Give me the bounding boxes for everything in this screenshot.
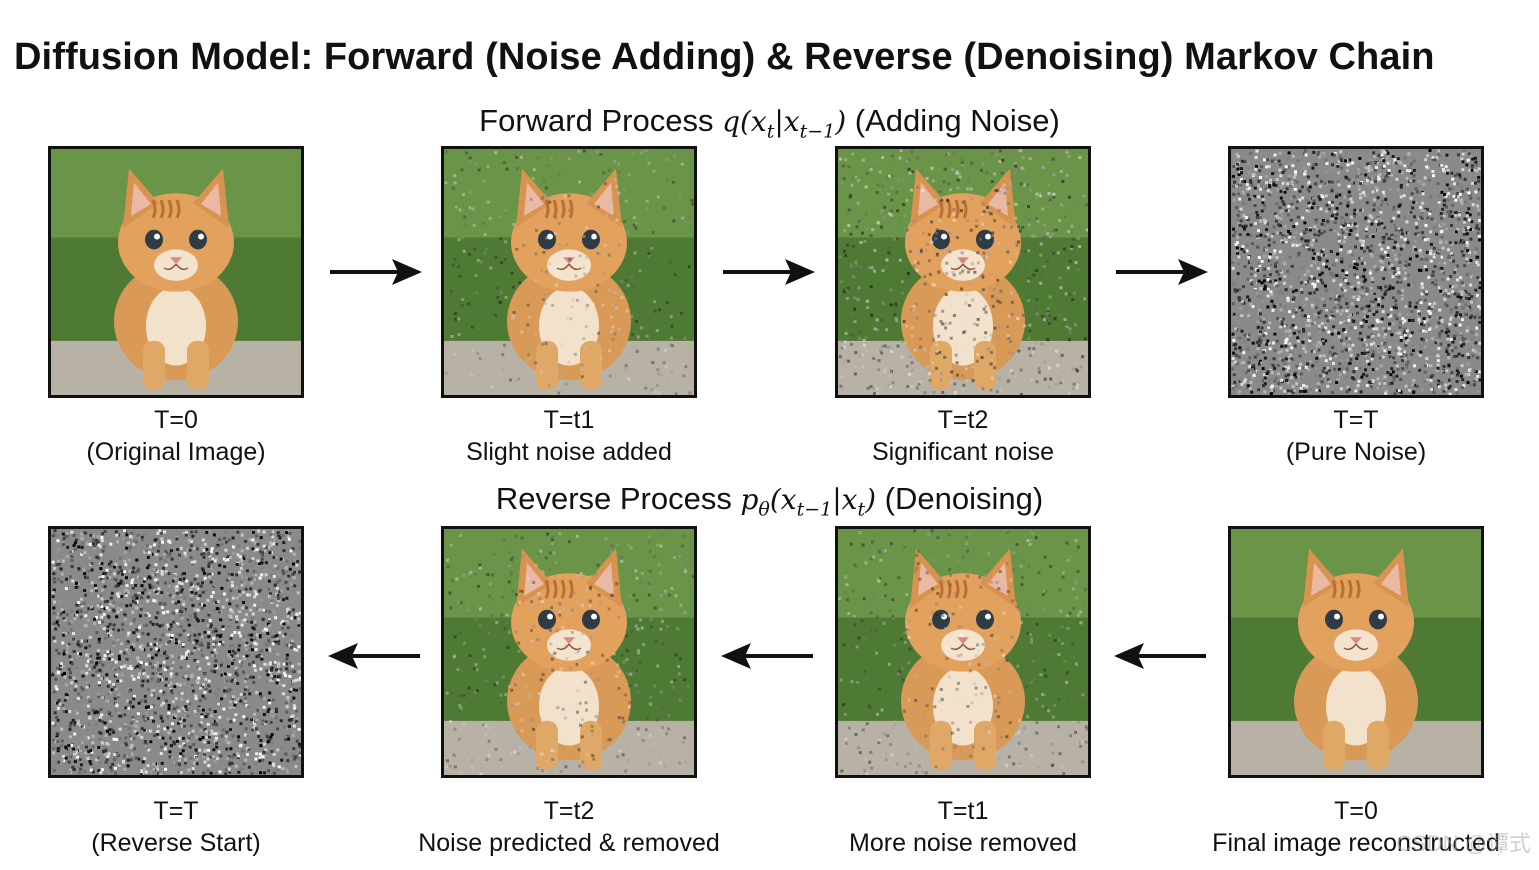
noise-overlay (444, 149, 694, 395)
diagram-title: Diffusion Model: Forward (Noise Adding) … (14, 36, 1435, 78)
noise-overlay (838, 529, 1088, 775)
reverse-heading-post: (Denoising) (876, 481, 1044, 516)
left-arrow-icon (721, 640, 815, 672)
forward-panel-1 (441, 146, 697, 398)
step-caption: (Original Image) (86, 438, 266, 466)
step-caption: Slight noise added (466, 438, 672, 466)
step-caption: (Reverse Start) (91, 829, 261, 857)
forward-label-0: T=0 (Original Image) (0, 404, 366, 468)
kitten-image (838, 529, 1088, 775)
kitten-noisy-picture (838, 149, 1088, 395)
kitten-noisy-picture (838, 529, 1088, 775)
reverse-process-heading: Reverse Process pθ(xt−1|xt) (Denoising) (0, 481, 1539, 521)
step-caption: Noise predicted & removed (418, 829, 720, 857)
right-arrow-icon (1114, 256, 1208, 288)
step-time: T=t1 (937, 797, 989, 825)
reverse-label-3: T=0 Final image reconstructed (1166, 795, 1539, 859)
kitten-image (444, 529, 694, 775)
step-time: T=t1 (543, 406, 595, 434)
kitten-noisy-picture (444, 529, 694, 775)
reverse-heading-pre: Reverse Process (495, 481, 741, 516)
pure-noise-picture (1231, 149, 1481, 395)
kitten-clean-picture (51, 149, 301, 395)
step-time: T=t2 (543, 797, 595, 825)
reverse-label-1: T=t2 Noise predicted & removed (379, 795, 759, 859)
reverse-panel-0 (48, 526, 304, 778)
noise-overlay (838, 149, 1088, 395)
noise-overlay (445, 532, 694, 775)
reverse-panel-3 (1228, 526, 1484, 778)
forward-label-2: T=t2 Significant noise (773, 404, 1153, 468)
step-caption: More noise removed (849, 829, 1077, 857)
reverse-label-2: T=t1 More noise removed (773, 795, 1153, 859)
noise-overlay (1231, 149, 1481, 395)
reverse-formula: pθ(xt−1|xt) (740, 483, 877, 521)
left-arrow-icon (328, 640, 422, 672)
step-time: T=0 (1334, 797, 1378, 825)
kitten-image (1231, 529, 1481, 775)
kitten-image (51, 149, 301, 395)
forward-label-1: T=t1 Slight noise added (379, 404, 759, 468)
right-arrow-icon (328, 256, 422, 288)
forward-heading-pre: Forward Process (479, 103, 723, 138)
forward-process-heading: Forward Process q(xt|xt−1) (Adding Noise… (0, 103, 1539, 143)
step-time: T=T (153, 797, 199, 825)
forward-formula: q(xt|xt−1) (722, 105, 847, 143)
forward-label-3: T=T (Pure Noise) (1166, 404, 1539, 468)
kitten-noisy-picture (444, 149, 694, 395)
forward-heading-post: (Adding Noise) (846, 103, 1060, 138)
step-caption: Final image reconstructed (1212, 829, 1500, 857)
reverse-panel-2 (835, 526, 1091, 778)
pure-noise-picture (51, 529, 301, 775)
step-time: T=t2 (937, 406, 989, 434)
step-time: T=0 (154, 406, 198, 434)
reverse-label-0: T=T (Reverse Start) (0, 795, 366, 859)
forward-panel-2 (835, 146, 1091, 398)
noise-overlay (51, 529, 301, 775)
step-time: T=T (1333, 406, 1379, 434)
left-arrow-icon (1114, 640, 1208, 672)
forward-panel-0 (48, 146, 304, 398)
right-arrow-icon (721, 256, 815, 288)
kitten-image (444, 149, 694, 395)
step-caption: Significant noise (871, 438, 1055, 466)
kitten-clean-picture (1231, 529, 1481, 775)
step-caption: (Pure Noise) (1285, 438, 1427, 466)
reverse-panel-1 (441, 526, 697, 778)
watermark: CSDN @谭式 (1396, 831, 1531, 856)
forward-panel-3 (1228, 146, 1484, 398)
